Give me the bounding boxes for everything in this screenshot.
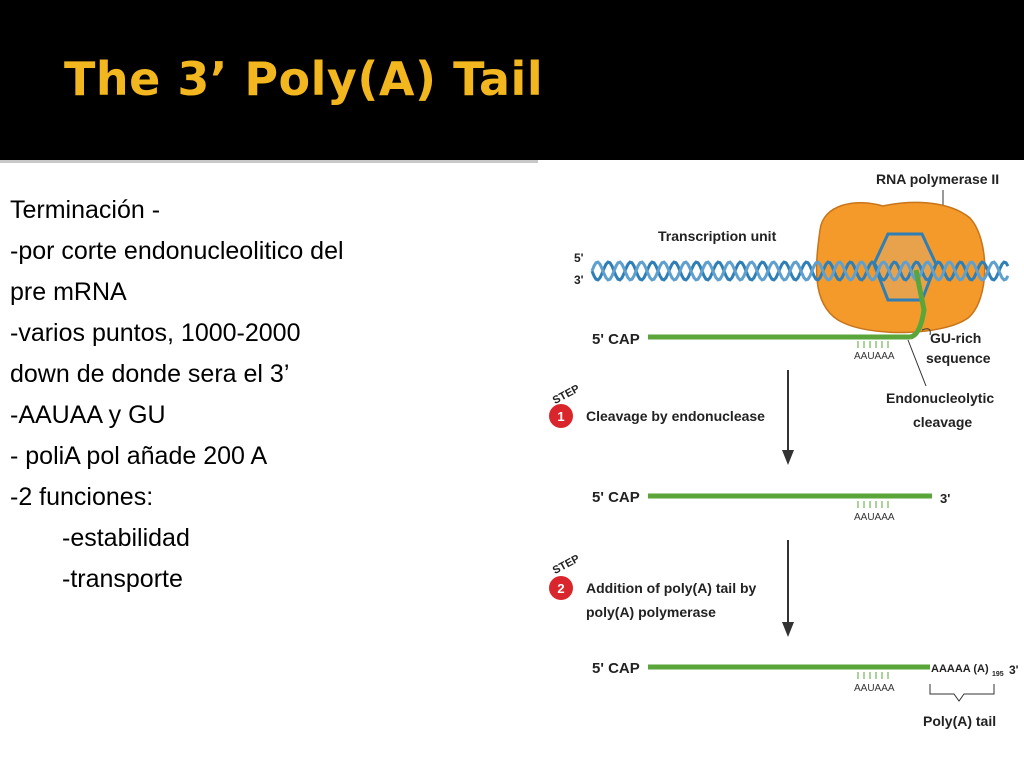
body-line: down de donde sera el 3’: [10, 360, 290, 388]
dna-strand-top: [590, 260, 1010, 282]
polya-subscript: 195: [992, 671, 1004, 678]
row2-aauaaa-ticks: [857, 501, 889, 508]
row2-three-prime: 3': [940, 491, 950, 506]
title-bar: [0, 0, 1024, 160]
row2-aauaaa-label: AAUAAA: [854, 512, 895, 523]
step1-number: 1: [557, 409, 564, 424]
body-line: -por corte endonucleolitico del: [10, 237, 344, 265]
step1-word: STEP: [551, 383, 582, 407]
arrow-2-head: [782, 622, 794, 637]
row3-aauaaa-ticks: [857, 672, 889, 679]
gu-rich-pointer: [921, 328, 931, 336]
polya-tail-bracket: [929, 684, 995, 702]
body-line: - poliA pol añade 200 A: [10, 442, 268, 470]
row1-aauaaa-label: AAUAAA: [854, 351, 895, 362]
row3-aauaaa-label: AAUAAA: [854, 683, 895, 694]
step1-badge: [549, 404, 573, 428]
endo-label-line1: Endonucleolytic: [886, 390, 994, 406]
step2-label-line2: poly(A) polymerase: [586, 604, 716, 620]
body-line: -varios puntos, 1000-2000: [10, 319, 301, 347]
step1-label: Cleavage by endonuclease: [586, 408, 765, 424]
polya-diagram-svg: RNA polymerase II 5' 3' Transcription un…: [549, 171, 1019, 729]
row1-cap-label: 5' CAP: [592, 331, 640, 348]
gu-rich-label-line2: sequence: [926, 350, 991, 366]
step2-label-line1: Addition of poly(A) tail by: [586, 580, 757, 596]
text-body: Terminación - -por corte endonucleolitic…: [10, 190, 530, 600]
endo-label-line2: cleavage: [913, 414, 972, 430]
polya-diagram: RNA polymerase II 5' 3' Transcription un…: [538, 160, 1024, 768]
dna-strand-bottom: [590, 260, 1010, 282]
step2-badge: [549, 576, 573, 600]
arrow-1-head: [782, 450, 794, 465]
transcription-unit-label: Transcription unit: [658, 228, 777, 244]
body-line: -2 funciones:: [10, 483, 154, 511]
body-subline: -estabilidad: [62, 524, 190, 552]
dna-five-prime: 5': [574, 251, 584, 265]
row1-aauaaa-ticks: [857, 341, 889, 348]
rna-pol-label: RNA polymerase II: [876, 171, 999, 187]
cleavage-pointer: [907, 339, 927, 387]
body-subline: -transporte: [62, 565, 183, 593]
step2-word: STEP: [551, 553, 582, 577]
slide-title: The 3’ Poly(A) Tail: [64, 52, 544, 106]
polya-sequence: AAAAA (A): [931, 663, 989, 675]
polymerase-bubble: [872, 232, 938, 302]
body-line: pre mRNA: [10, 278, 127, 306]
title-divider: [0, 160, 538, 163]
polya-tail-label: Poly(A) tail: [923, 713, 996, 729]
row2-cap-label: 5' CAP: [592, 489, 640, 506]
dna-three-prime: 3': [574, 273, 584, 287]
gu-rich-label-line1: GU-rich: [930, 330, 981, 346]
row3-three-prime: 3': [1009, 663, 1019, 677]
body-line: Terminación -: [10, 196, 161, 224]
row1-mrna-exit: [909, 269, 927, 340]
row3-cap-label: 5' CAP: [592, 660, 640, 677]
step2-number: 2: [557, 581, 564, 596]
body-line: -AAUAA y GU: [10, 401, 166, 429]
